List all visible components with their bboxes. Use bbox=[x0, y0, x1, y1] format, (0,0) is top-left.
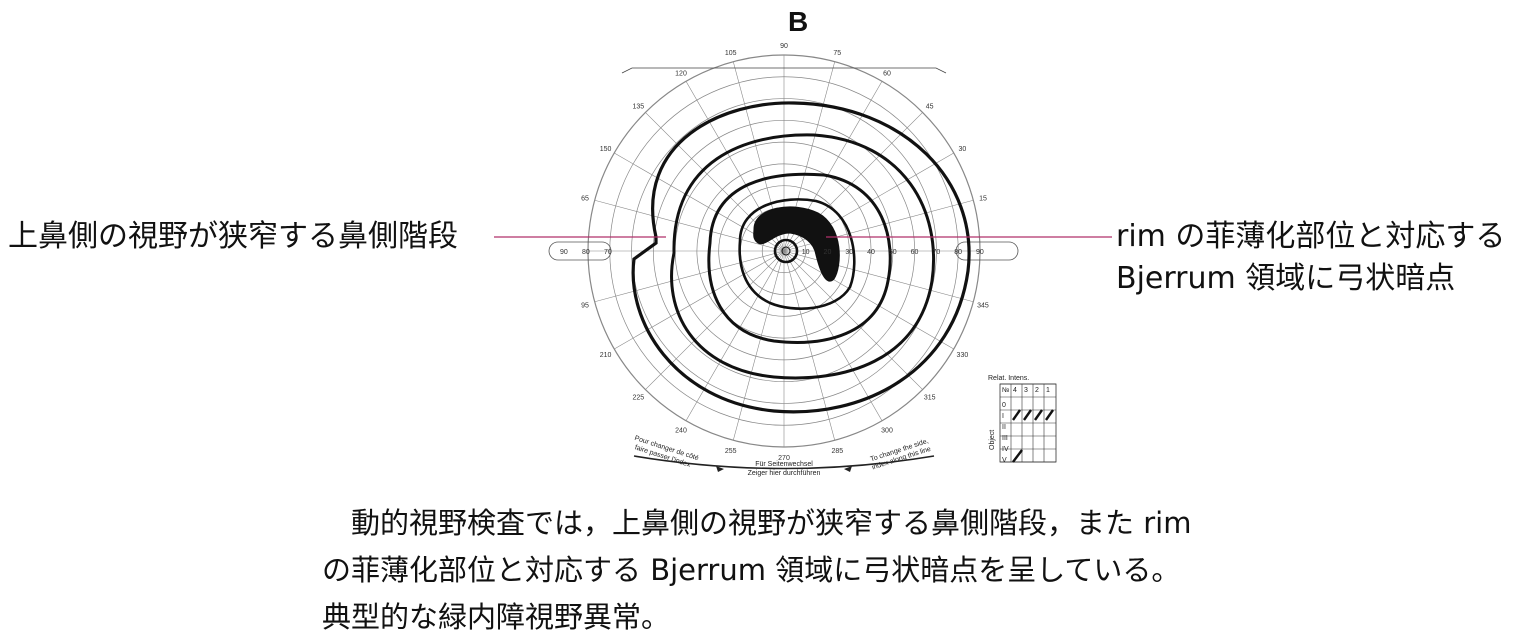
legend-hatch bbox=[1045, 409, 1054, 421]
radial-line bbox=[594, 250, 785, 303]
right-scale-tab bbox=[955, 241, 1019, 261]
arcuate-scotoma-line1: rim の菲薄化部位と対応する bbox=[1116, 219, 1506, 254]
radius-label: 50 bbox=[889, 249, 897, 256]
radial-line bbox=[594, 199, 785, 252]
radius-label: 80 bbox=[954, 249, 962, 256]
angle-label: 210 bbox=[600, 352, 612, 359]
angle-label: 75 bbox=[833, 50, 841, 57]
legend-header: 4 bbox=[1013, 387, 1017, 394]
angle-label: 255 bbox=[725, 448, 737, 455]
figure-caption: 動的視野検査では，上鼻側の視野が狭窄する鼻側階段，また rim の菲薄化部位と対… bbox=[322, 500, 1322, 641]
legend-row-label: III bbox=[1002, 435, 1008, 442]
angle-label: 135 bbox=[632, 103, 644, 110]
caption-line-2: の菲薄化部位と対応する Bjerrum 領域に弓状暗点を呈している。 bbox=[322, 553, 1181, 587]
side-change-label: Zeiger hier durchführen bbox=[748, 470, 821, 477]
isopter-outer bbox=[631, 101, 971, 414]
arc-arrow-right bbox=[844, 466, 852, 472]
left-scale-tab bbox=[548, 241, 612, 261]
legend-header: 3 bbox=[1024, 387, 1028, 394]
angle-label: 300 bbox=[881, 427, 893, 434]
legend-hatch bbox=[1012, 449, 1023, 463]
legend-hatch bbox=[1023, 409, 1032, 421]
angle-label: 315 bbox=[924, 395, 936, 402]
angle-label: 150 bbox=[600, 146, 612, 153]
legend-row-label: II bbox=[1002, 424, 1006, 431]
legend-row-label: IV bbox=[1002, 446, 1009, 453]
angle-label: 15 bbox=[979, 196, 987, 203]
radial-line bbox=[685, 250, 785, 421]
angle-label: 30 bbox=[959, 146, 967, 153]
radial-line bbox=[783, 250, 974, 303]
legend-title: Relat. Intens. bbox=[988, 375, 1029, 382]
side-change-label: Für Seitenwechsel bbox=[755, 461, 813, 468]
panel-label: B bbox=[788, 6, 809, 37]
radial-line bbox=[783, 250, 883, 421]
radial-line bbox=[732, 250, 785, 441]
radius-label: 30 bbox=[845, 249, 853, 256]
isopter-center-ring bbox=[773, 238, 799, 264]
legend-header: 1 bbox=[1046, 387, 1050, 394]
legend-row-label: I bbox=[1002, 413, 1004, 420]
legend-hatch bbox=[1012, 409, 1021, 421]
angle-label: 240 bbox=[675, 427, 687, 434]
isopter-group bbox=[631, 101, 971, 414]
arc-arrow-left bbox=[716, 466, 724, 472]
radius-label: 40 bbox=[867, 249, 875, 256]
chart-frame bbox=[621, 67, 947, 74]
isopter-middle bbox=[670, 133, 935, 380]
angle-label: 105 bbox=[725, 50, 737, 57]
radial-line bbox=[783, 250, 923, 390]
radius-label: 20 bbox=[824, 249, 832, 256]
angle-label: 60 bbox=[883, 71, 891, 78]
angle-label: 285 bbox=[831, 448, 843, 455]
radius-label: 90 bbox=[560, 249, 568, 256]
isopter-inner bbox=[707, 172, 892, 344]
angle-label: 95 bbox=[581, 302, 589, 309]
legend-hatch bbox=[1034, 409, 1043, 421]
side-change-arc-line bbox=[633, 455, 935, 470]
perimetry-chart: 1201059075604530153453303153002852702552… bbox=[494, 43, 1112, 477]
caption-line-3: 典型的な緑内障視野異常。 bbox=[322, 600, 671, 634]
radius-label: 70 bbox=[932, 249, 940, 256]
angle-label: 225 bbox=[632, 395, 644, 402]
radius-label: 10 bbox=[802, 249, 810, 256]
radial-line bbox=[645, 250, 785, 390]
radial-line bbox=[783, 250, 954, 350]
angle-label: 330 bbox=[957, 352, 969, 359]
radius-label: 80 bbox=[582, 249, 590, 256]
angle-label: 65 bbox=[581, 196, 589, 203]
angle-label-group: 120 105 90 75 60 45 30 15 345 330 315 300 285 270 255 2… bbox=[560, 43, 989, 462]
nasal-step-annotation: 上鼻側の視野が狭窄する鼻側階段 bbox=[8, 219, 458, 254]
legend-header: 2 bbox=[1035, 387, 1039, 394]
angle-label: 345 bbox=[977, 302, 989, 309]
angle-label: 270 bbox=[778, 455, 790, 462]
legend-row-label: 0 bbox=[1002, 402, 1006, 409]
polar-grid bbox=[548, 54, 1019, 448]
isopter-central bbox=[738, 198, 856, 310]
radius-label: 90 bbox=[976, 249, 984, 256]
radius-label: 70 bbox=[604, 249, 612, 256]
caption-line-1: 動的視野検査では，上鼻側の視野が狭窄する鼻側階段，また rim bbox=[322, 506, 1192, 540]
radius-label: 60 bbox=[911, 249, 919, 256]
angle-label: 45 bbox=[926, 103, 934, 110]
legend-row-label: V bbox=[1002, 457, 1007, 464]
angle-label: 90 bbox=[780, 43, 788, 50]
angle-label: 120 bbox=[675, 71, 687, 78]
legend-side-label: Object bbox=[989, 430, 996, 450]
arcuate-scotoma-line2: Bjerrum 領域に弓状暗点 bbox=[1116, 261, 1456, 296]
arcuate-scotoma bbox=[753, 206, 840, 282]
arcuate-scotoma-annotation: rim の菲薄化部位と対応する Bjerrum 領域に弓状暗点 bbox=[1116, 216, 1505, 300]
radial-line bbox=[614, 250, 785, 350]
fixation-point bbox=[781, 246, 791, 256]
legend-header: № bbox=[1002, 387, 1010, 394]
